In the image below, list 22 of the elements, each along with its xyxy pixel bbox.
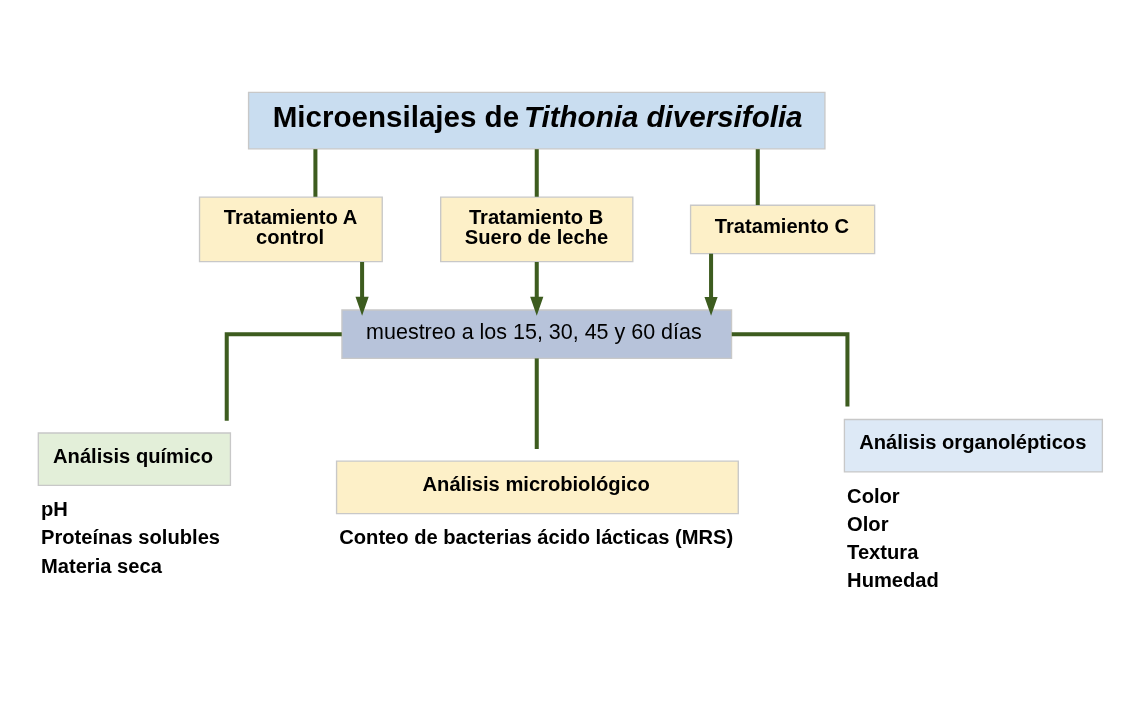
connector — [731, 332, 850, 407]
node-box: Microensilajes de Tithonia diversifolia — [247, 91, 826, 150]
connector — [755, 149, 760, 206]
node-label: Olor — [847, 513, 889, 536]
node-label: Proteínas solubles — [40, 526, 221, 549]
node-label: Textura — [847, 541, 919, 564]
node-label: pH — [40, 498, 68, 521]
arrow — [704, 253, 718, 316]
node-label: Humedad — [847, 569, 939, 592]
arrow — [355, 262, 369, 316]
arrow — [530, 262, 544, 316]
connector — [224, 332, 342, 421]
node-label: Conteo de bacterias ácido lácticas (MRS) — [339, 526, 734, 549]
node-box: muestreo a los 15, 30, 45 y 60 días — [341, 309, 733, 360]
connector — [534, 149, 539, 197]
connector — [313, 149, 318, 197]
node-box: Tratamiento A control — [198, 196, 383, 263]
node-label: Materia seca — [40, 554, 162, 577]
node-box: Tratamiento C — [689, 204, 876, 255]
node-box: Tratamiento B Suero de leche — [440, 196, 634, 263]
connector — [534, 358, 539, 449]
node-label: Color — [847, 484, 900, 507]
